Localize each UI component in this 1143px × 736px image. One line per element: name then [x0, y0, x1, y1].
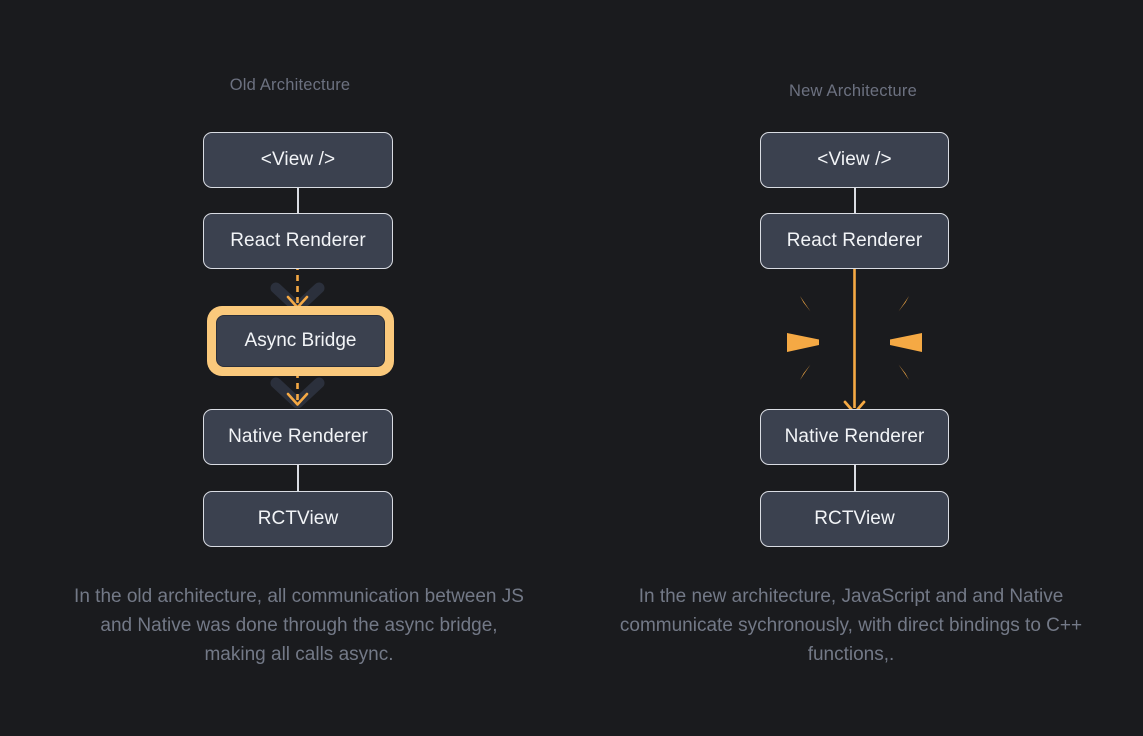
sparkle-ray-left-top	[800, 296, 811, 312]
node-rctview-old[interactable]: RCTView	[203, 491, 393, 547]
node-rctview-new[interactable]: RCTView	[760, 491, 949, 547]
column-title-new: New Architecture	[789, 82, 917, 100]
chevron-shadow-bridge-to-native	[270, 377, 325, 409]
connector-view-to-react-old	[296, 186, 299, 215]
connector-view-to-react-new	[853, 186, 856, 215]
sparkle-rays-left	[787, 296, 819, 380]
node-native-renderer-new[interactable]: Native Renderer	[760, 409, 949, 465]
sparkle-ray-right-bottom	[898, 364, 909, 380]
caption-old-architecture: In the old architecture, all communicati…	[74, 586, 524, 665]
chevron-shadow-react-to-bridge	[270, 282, 325, 314]
column-old-architecture: Old Architecture <View /> React Renderer…	[74, 76, 524, 665]
node-react-renderer-new[interactable]: React Renderer	[760, 213, 949, 269]
node-view-old[interactable]: <View />	[203, 132, 393, 188]
arrowhead-bridge-to-native	[286, 392, 309, 406]
sparkle-ray-right-middle	[890, 333, 922, 352]
node-async-bridge-label: Async Bridge	[216, 315, 385, 367]
node-react-renderer-old[interactable]: React Renderer	[203, 213, 393, 269]
node-view-new[interactable]: <View />	[760, 132, 949, 188]
node-async-bridge-highlighted[interactable]: Async Bridge	[207, 306, 394, 376]
node-native-renderer-old[interactable]: Native Renderer	[203, 409, 393, 465]
column-new-architecture: New Architecture <View /> React Renderer…	[563, 0, 1143, 736]
sparkle-rays-right	[890, 296, 922, 380]
connector-native-to-rct-new	[853, 463, 856, 493]
caption-new-architecture: In the new architecture, JavaScript and …	[619, 586, 1083, 665]
column-title-old: Old Architecture	[229, 76, 351, 94]
sparkle-ray-left-middle	[787, 333, 819, 352]
sparkle-ray-left-bottom	[800, 364, 811, 380]
connector-native-to-rct-old	[296, 463, 299, 493]
sparkle-ray-right-top	[898, 296, 909, 312]
